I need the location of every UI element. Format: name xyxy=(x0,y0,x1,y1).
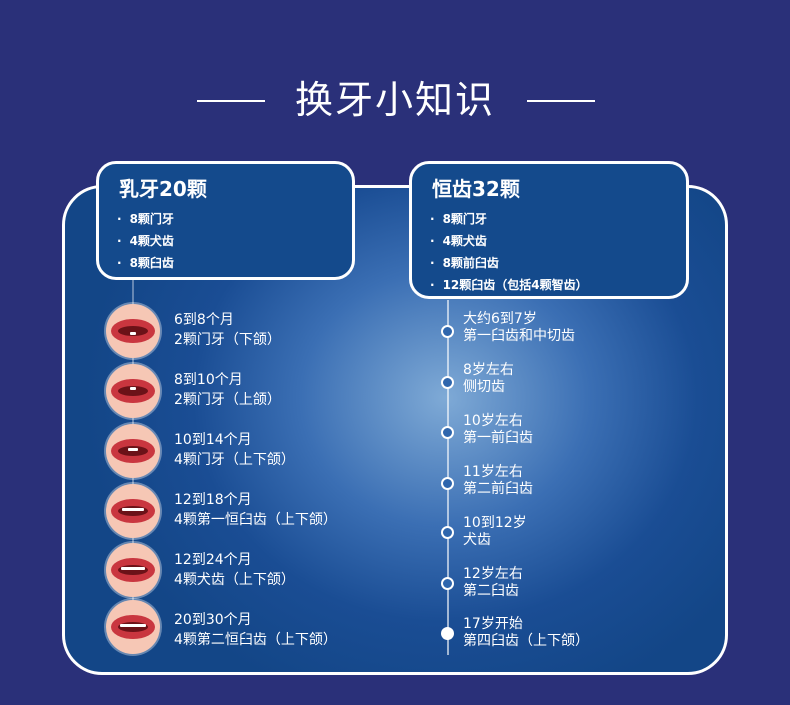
permanent-stage-desc: 第四臼齿（上下颌） xyxy=(463,633,589,649)
baby-stage-age: 8到10个月 xyxy=(174,372,243,388)
baby-teeth-card: 乳牙20颗 ·8颗门牙 ·4颗犬齿 ·8颗臼齿 xyxy=(96,161,355,280)
list-item: ·4颗犬齿 xyxy=(430,234,487,248)
baby-stage-desc: 4颗门牙（上下颌） xyxy=(174,452,295,468)
permanent-stage-desc: 第一前臼齿 xyxy=(463,430,533,446)
permanent-stage-age: 10到12岁 xyxy=(463,515,527,531)
mouth-icon xyxy=(106,543,160,597)
baby-stage-desc: 4颗第二恒臼齿（上下颌） xyxy=(174,632,337,648)
mouth-icon xyxy=(106,600,160,654)
title-right-divider xyxy=(527,100,595,102)
title-left-divider xyxy=(197,100,265,102)
permanent-stage-age: 17岁开始 xyxy=(463,616,523,632)
timeline-node xyxy=(441,376,454,389)
timeline-node xyxy=(441,526,454,539)
baby-stage-age: 12到24个月 xyxy=(174,552,252,568)
list-item: ·12颗臼齿（包括4颗智齿） xyxy=(430,278,588,292)
mouth-icon xyxy=(106,364,160,418)
baby-teeth-title: 乳牙20颗 xyxy=(119,177,207,201)
permanent-stage-desc: 犬齿 xyxy=(463,532,491,548)
page-title: 换牙小知识 xyxy=(294,78,495,122)
baby-stage-desc: 2颗门牙（上颌） xyxy=(174,392,281,408)
permanent-stage-age: 11岁左右 xyxy=(463,464,523,480)
permanent-stage-age: 8岁左右 xyxy=(463,362,514,378)
permanent-stage-desc: 第二前臼齿 xyxy=(463,481,533,497)
mouth-icon xyxy=(106,484,160,538)
permanent-teeth-list: ·8颗门牙 ·4颗犬齿 ·8颗前臼齿 ·12颗臼齿（包括4颗智齿） xyxy=(430,208,588,296)
permanent-stage-age: 大约6到7岁 xyxy=(463,311,537,327)
baby-stage-age: 10到14个月 xyxy=(174,432,252,448)
baby-stage-age: 12到18个月 xyxy=(174,492,252,508)
page-header: 换牙小知识 xyxy=(0,70,790,130)
list-item: ·8颗前臼齿 xyxy=(430,256,499,270)
baby-teeth-list: ·8颗门牙 ·4颗犬齿 ·8颗臼齿 xyxy=(117,208,174,274)
list-item: ·4颗犬齿 xyxy=(117,234,174,248)
list-item: ·8颗臼齿 xyxy=(117,256,174,270)
permanent-stage-desc: 第一臼齿和中切齿 xyxy=(463,328,575,344)
mouth-icon xyxy=(106,424,160,478)
timeline-node xyxy=(441,477,454,490)
list-item: ·8颗门牙 xyxy=(430,212,487,226)
permanent-teeth-title: 恒齿32颗 xyxy=(432,177,520,201)
mouth-icon xyxy=(106,304,160,358)
baby-stage-desc: 2颗门牙（下颌） xyxy=(174,332,281,348)
permanent-teeth-card: 恒齿32颗 ·8颗门牙 ·4颗犬齿 ·8颗前臼齿 ·12颗臼齿（包括4颗智齿） xyxy=(409,161,689,299)
baby-stage-desc: 4颗犬齿（上下颌） xyxy=(174,572,295,588)
timeline-node xyxy=(441,627,454,640)
list-item: ·8颗门牙 xyxy=(117,212,174,226)
permanent-stage-desc: 侧切齿 xyxy=(463,379,505,395)
baby-stage-age: 6到8个月 xyxy=(174,312,234,328)
permanent-stage-age: 12岁左右 xyxy=(463,566,523,582)
baby-stage-age: 20到30个月 xyxy=(174,612,252,628)
permanent-stage-age: 10岁左右 xyxy=(463,413,523,429)
timeline-node xyxy=(441,577,454,590)
timeline-node xyxy=(441,325,454,338)
baby-stage-desc: 4颗第一恒臼齿（上下颌） xyxy=(174,512,337,528)
timeline-node xyxy=(441,426,454,439)
permanent-stage-desc: 第二臼齿 xyxy=(463,583,519,599)
